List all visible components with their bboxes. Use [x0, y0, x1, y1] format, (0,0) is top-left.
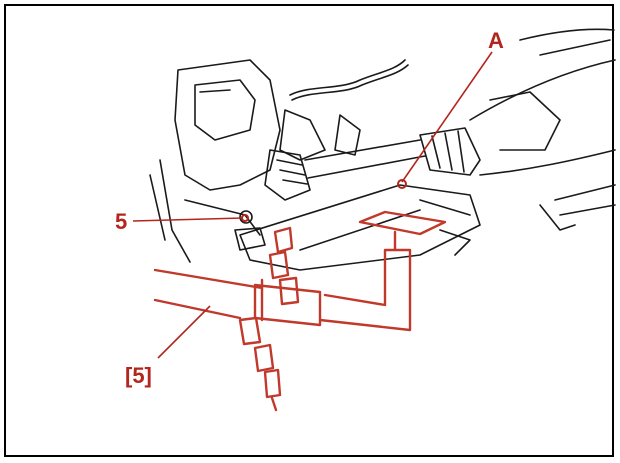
cv-boot-inner: [264, 149, 311, 201]
chain-link: [238, 316, 262, 346]
figure-frame: [4, 4, 614, 457]
tool-bracket: [318, 248, 412, 332]
callout-5: 5: [115, 209, 127, 234]
chain-link: [268, 250, 290, 280]
callout-a: A: [488, 28, 504, 53]
lower-control-arm: [239, 184, 481, 271]
point-5-marker: [241, 214, 249, 222]
tool-pad: [358, 210, 447, 236]
ball-joint-nut: [239, 210, 253, 224]
tool-clamp: [253, 283, 322, 327]
chain-link: [253, 343, 275, 373]
drive-shaft: [304, 139, 421, 161]
leader-tool-5: [157, 305, 211, 359]
leader-5: [132, 217, 244, 222]
brake-hose: [289, 59, 406, 96]
chain-link: [273, 226, 294, 254]
cv-boot-outer: [419, 127, 481, 176]
tool-assembly: [153, 210, 447, 412]
point-a-marker: [397, 179, 407, 189]
line-art: [149, 28, 616, 271]
chain-link: [278, 276, 300, 306]
brake-caliper: [174, 59, 281, 191]
chain-link: [263, 368, 282, 399]
callout-tool-5: [5]: [125, 363, 152, 388]
tool-bar-upper: [153, 268, 264, 290]
leader-a: [401, 51, 493, 183]
leader-lines: [132, 51, 493, 359]
transmission-housing: [469, 59, 616, 121]
